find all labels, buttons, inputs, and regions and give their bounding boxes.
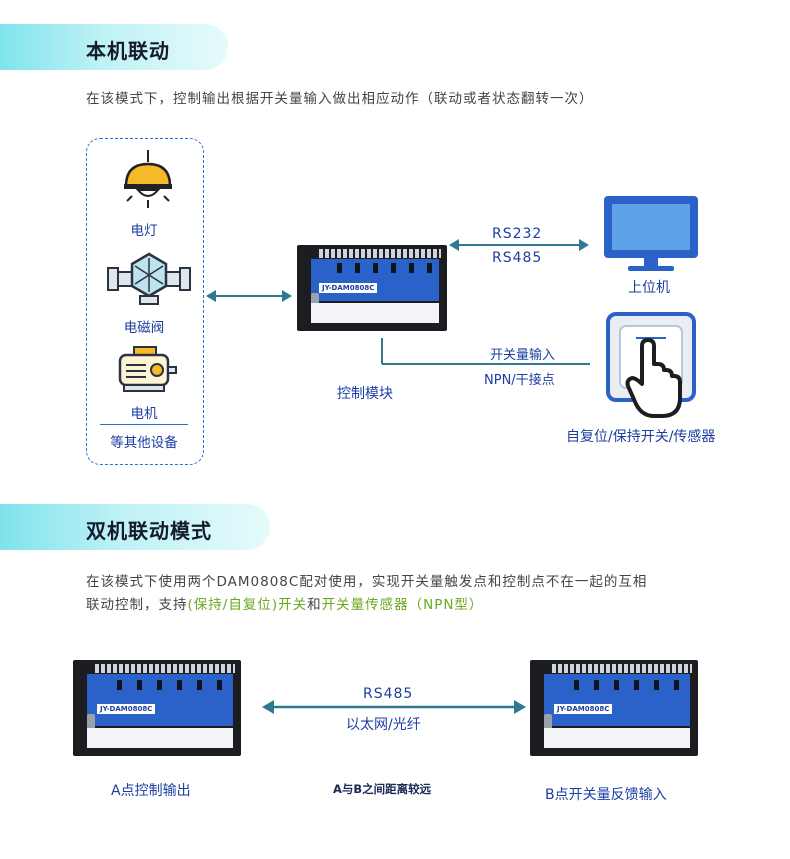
link-rs485-label: RS485	[492, 250, 543, 266]
devices-group	[86, 138, 204, 465]
relay	[355, 263, 360, 273]
section2-desc-line2: 联动控制，支持(保持/自复位)开关和开关量传感器（NPN型）	[86, 593, 483, 613]
relay	[117, 680, 122, 690]
module-b-label: B点开关量反馈输入	[545, 787, 667, 803]
lamp-icon	[124, 150, 172, 208]
module-bottom-strip	[311, 303, 439, 323]
device-lamp-label: 电灯	[130, 223, 158, 239]
section2-title: 双机联动模式	[86, 519, 212, 543]
module-terminals-top	[319, 249, 441, 258]
devices-divider	[100, 424, 188, 425]
module-terminals-top	[552, 664, 692, 673]
device-others-label: 等其他设备	[110, 435, 178, 451]
relay	[337, 263, 342, 273]
monitor-icon	[604, 196, 698, 271]
relay	[427, 263, 432, 273]
relay	[674, 680, 679, 690]
module-b: JY-DAM0808C	[530, 660, 698, 756]
relay	[614, 680, 619, 690]
relay	[594, 680, 599, 690]
section1-header-pill	[0, 24, 228, 70]
module-bottom-strip	[544, 728, 690, 748]
module-model-label: JY-DAM0808C	[554, 704, 613, 714]
relay	[409, 263, 414, 273]
relay	[574, 680, 579, 690]
module-a-label: A点控制输出	[111, 783, 191, 799]
relay	[197, 680, 202, 690]
module-host-arrow	[449, 239, 589, 251]
switch-module-arrow	[381, 338, 590, 365]
section2-desc-line1: 在该模式下使用两个DAM0808C配对使用，实现开关量触发点和控制点不在一起的互…	[86, 574, 648, 590]
relay	[654, 680, 659, 690]
device-valve-label: 电磁阀	[123, 320, 165, 336]
distance-note: A与B之间距离较远	[333, 782, 432, 796]
section1-description: 在该模式下，控制输出根据开关量输入做出相应动作（联动或者状态翻转一次）	[86, 91, 594, 107]
host-label: 上位机	[628, 280, 670, 296]
dual-link-bottom-label: 以太网/光纤	[346, 717, 421, 733]
device-motor-label: 电机	[130, 406, 158, 422]
module-caption: 控制模块	[337, 386, 393, 402]
link-rs232-label: RS232	[492, 226, 543, 242]
module-bottom-strip	[87, 728, 233, 748]
devices-module-arrow	[206, 290, 292, 302]
control-module: JY-DAM0808C	[297, 245, 447, 331]
module-model-label: JY-DAM0808C	[319, 283, 378, 293]
module-a: JY-DAM0808C	[73, 660, 241, 756]
switch-device-label: 自复位/保持开关/传感器	[566, 429, 716, 445]
relay	[177, 680, 182, 690]
desc-line2-part-d: 开关量传感器（NPN型）	[321, 597, 484, 613]
relay	[373, 263, 378, 273]
desc-line2-part-c: 和	[307, 597, 322, 613]
relay	[157, 680, 162, 690]
desc-line2-part-b: (保持/自复位)开关	[187, 597, 308, 613]
desc-line2-part-a: 联动控制，支持	[86, 597, 188, 613]
relay	[217, 680, 222, 690]
relay	[137, 680, 142, 690]
relay	[634, 680, 639, 690]
module-serial-port	[544, 714, 552, 740]
module-model-label: JY-DAM0808C	[97, 704, 156, 714]
motor-icon	[118, 346, 177, 392]
dual-link-arrow	[262, 700, 526, 714]
dual-link-top-label: RS485	[363, 686, 414, 702]
module-terminals-top	[95, 664, 235, 673]
npn-label: NPN/干接点	[484, 373, 555, 388]
module-serial-port	[87, 714, 95, 740]
push-switch-icon	[606, 312, 696, 418]
solenoid-valve-icon	[107, 252, 191, 305]
relay	[391, 263, 396, 273]
switch-input-label: 开关量输入	[490, 348, 556, 363]
section1-title: 本机联动	[86, 39, 170, 63]
section2-header-pill	[0, 504, 270, 550]
